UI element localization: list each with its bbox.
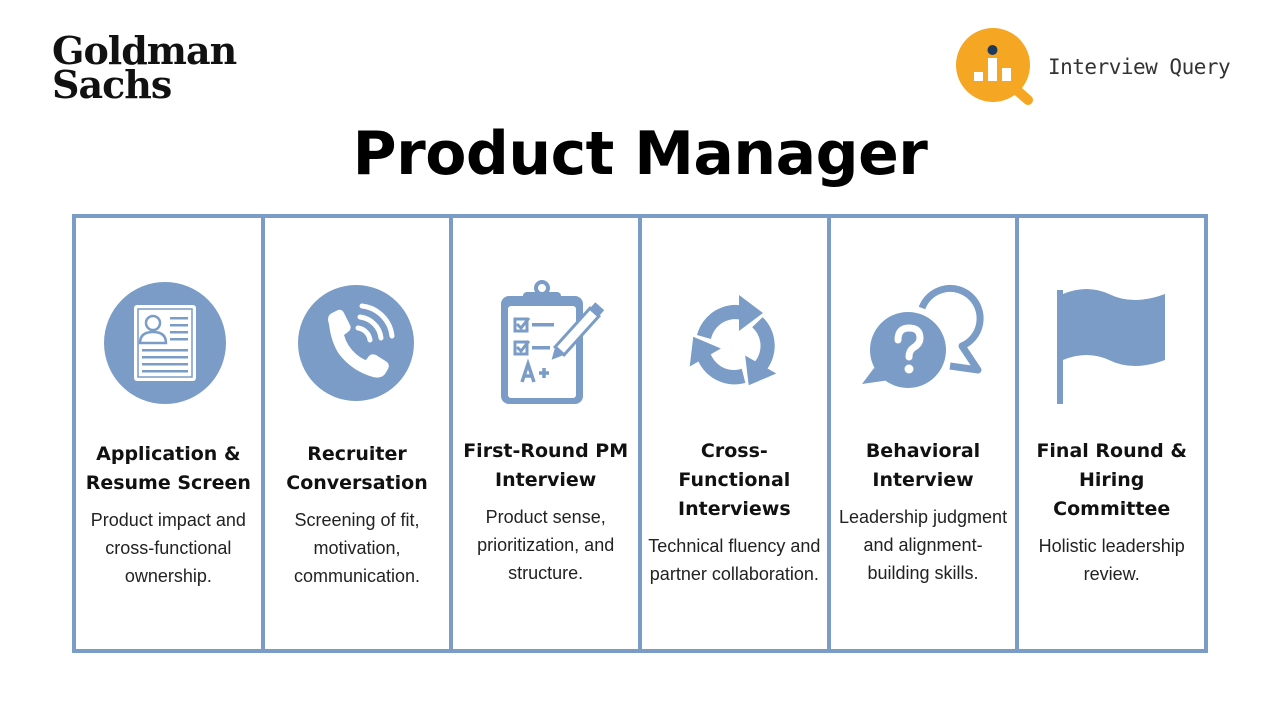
stage-title: Application & Resume Screen — [85, 443, 251, 494]
stage-text: Behavioral Interview Leadership judgment… — [835, 437, 1012, 587]
stage-text: Cross-Functional Interviews Technical fl… — [646, 437, 823, 588]
stage-icon-wrap — [103, 280, 233, 410]
page-title: Product Manager — [352, 119, 928, 189]
stage-description: Technical fluency and partner collaborat… — [648, 536, 821, 584]
brand-name: Interview Query — [1048, 55, 1231, 79]
stage-icon-wrap — [1047, 280, 1177, 410]
stage-behavioral: Behavioral Interview Leadership judgment… — [826, 218, 1016, 649]
stage-title: Cross-Functional Interviews — [678, 440, 791, 520]
interview-query-logo: Interview Query — [956, 28, 1236, 108]
stage-cross-functional: Cross-Functional Interviews Technical fl… — [638, 218, 827, 649]
stages-row: Application & Resume Screen Product impa… — [72, 214, 1208, 653]
stage-text: Final Round & Hiring Committee Holistic … — [1023, 437, 1200, 588]
logo-line-2: Sachs — [52, 62, 172, 107]
stage-text: Application & Resume Screen Product impa… — [80, 440, 257, 590]
logo-line-1: Goldman — [52, 28, 237, 73]
goldman-sachs-logo: Goldman Sachs — [52, 28, 237, 107]
stage-first-round: First-Round PM Interview Product sense, … — [449, 218, 638, 649]
stage-description: Holistic leadership review. — [1038, 536, 1185, 584]
stage-text: First-Round PM Interview Product sense, … — [457, 437, 634, 587]
flag-icon — [1056, 289, 1165, 404]
stage-recruiter: Recruiter Conversation Screening of fit,… — [260, 218, 450, 649]
stage-description: Leadership judgment and alignment-buildi… — [838, 507, 1008, 583]
stage-description: Screening of fit, motivation, communicat… — [293, 510, 421, 586]
stage-icon-wrap — [292, 280, 422, 410]
cycle-arrows-icon — [690, 295, 777, 386]
stage-description: Product sense, prioritization, and struc… — [477, 507, 615, 583]
phone-call-icon — [298, 285, 414, 401]
resume-document-icon — [104, 282, 227, 404]
stage-text: Recruiter Conversation Screening of fit,… — [269, 440, 446, 590]
stage-application: Application & Resume Screen Product impa… — [76, 218, 261, 649]
clipboard-checklist-icon — [500, 280, 604, 404]
magnifier-bar-chart-icon — [956, 28, 1033, 105]
stage-final-round: Final Round & Hiring Committee Holistic … — [1015, 218, 1204, 649]
stage-icon-wrap — [481, 280, 611, 410]
stage-icon-wrap — [669, 280, 799, 410]
stage-title: Behavioral Interview — [865, 440, 981, 491]
stage-title: Final Round & Hiring Committee — [1036, 440, 1187, 520]
stage-title: First-Round PM Interview — [463, 440, 629, 491]
question-chat-bubbles-icon — [862, 284, 984, 388]
stage-description: Product impact and cross-functional owne… — [90, 510, 246, 586]
stage-icon-wrap — [858, 280, 988, 410]
stage-title: Recruiter Conversation — [286, 443, 428, 494]
